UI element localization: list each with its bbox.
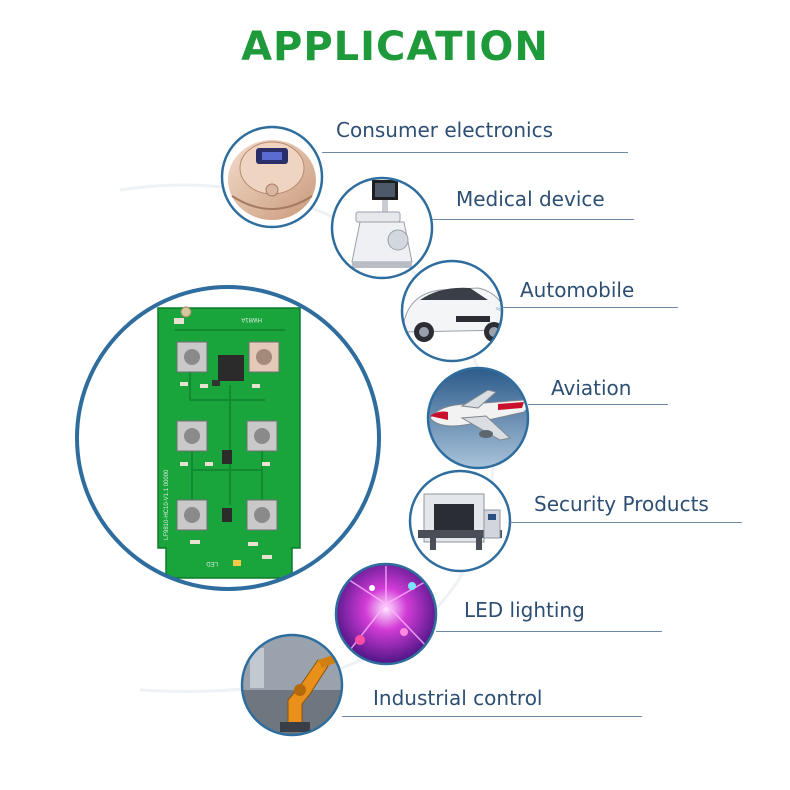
robot-arm-icon xyxy=(240,633,344,737)
pcb-led xyxy=(233,560,241,566)
application-label-automobile: Automobile xyxy=(520,278,635,302)
led-lights-icon xyxy=(334,562,438,666)
pcb-board: HW81A LF9810-HC10-V1.1 00000 LED xyxy=(157,306,301,579)
application-rule xyxy=(322,152,628,153)
pcb-circle-border xyxy=(75,285,381,591)
pcb-tactile-switch xyxy=(248,341,280,373)
pcb-photo-circle: HW81A LF9810-HC10-V1.1 00000 LED xyxy=(75,285,381,591)
application-label-security-products: Security Products xyxy=(534,492,709,516)
pcb-tactile-switch xyxy=(176,420,208,452)
application-label-led-lighting: LED lighting xyxy=(464,598,585,622)
application-rule xyxy=(342,716,642,717)
pcb-tactile-switch xyxy=(246,420,278,452)
application-rule xyxy=(436,631,662,632)
silkscreen-led: LED xyxy=(206,560,218,566)
application-rule xyxy=(502,307,678,308)
application-label-consumer-electronics: Consumer electronics xyxy=(336,118,554,142)
car-icon xyxy=(400,259,504,363)
robot-vacuum-icon xyxy=(220,125,324,229)
silkscreen-top: HW81A xyxy=(241,316,262,322)
application-label-medical-device: Medical device xyxy=(456,187,605,211)
silkscreen-side: LF9810-HC10-V1.1 00000 xyxy=(164,469,170,540)
page-title: APPLICATION xyxy=(241,24,549,70)
application-rule xyxy=(528,404,668,405)
application-label-aviation: Aviation xyxy=(551,376,632,400)
pcb-tactile-switch xyxy=(176,341,208,373)
application-rule xyxy=(510,522,742,523)
airplane-icon xyxy=(426,366,530,470)
application-rule xyxy=(432,219,634,220)
application-label-industrial-control: Industrial control xyxy=(373,686,543,710)
ultrasound-machine-icon xyxy=(330,176,434,280)
pcb-tactile-switch xyxy=(176,499,208,531)
pcb-tactile-switch xyxy=(246,499,278,531)
pcb-chip xyxy=(218,355,244,381)
xray-scanner-icon xyxy=(408,469,512,573)
